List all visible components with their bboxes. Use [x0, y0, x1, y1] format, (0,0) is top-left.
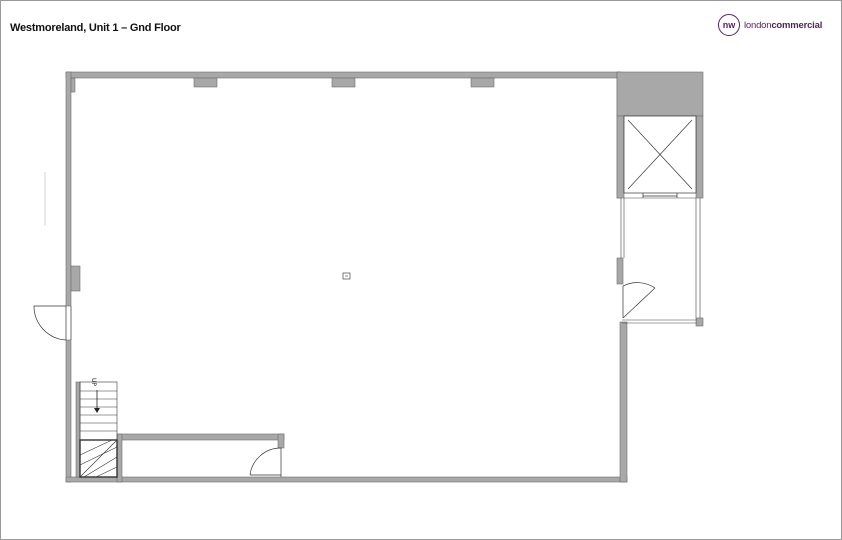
staircase	[79, 381, 118, 478]
wall-bottom	[65, 476, 628, 483]
outer-walls	[65, 71, 704, 483]
store-wall-right	[277, 433, 285, 449]
logo-text-bold: commercial	[771, 19, 823, 31]
wall-top	[65, 71, 621, 79]
wall-right-mid	[616, 257, 624, 285]
wall-pier	[193, 77, 218, 88]
wall-pier	[470, 77, 495, 88]
door-swing-icon	[249, 447, 282, 477]
wall-pier	[331, 77, 356, 88]
logo-badge-icon: nw	[718, 14, 740, 36]
logo-wordmark: londoncommercial	[744, 20, 822, 31]
lift-shaft-icon	[623, 115, 697, 198]
stair-up-label: UP	[90, 378, 97, 386]
door-swing-icon	[33, 305, 72, 341]
column-icon	[695, 317, 704, 327]
wall-left-lower	[65, 339, 72, 483]
store-wall-left	[116, 433, 123, 483]
logo-text-light: london	[744, 19, 772, 31]
core-wall-left	[616, 115, 625, 199]
wall-right-lower	[619, 321, 628, 483]
column-icon	[342, 272, 351, 280]
core-wall-right	[695, 115, 704, 199]
door-swing-icon	[622, 282, 656, 319]
wall-pier	[70, 265, 81, 292]
corridor-glazing	[620, 197, 701, 324]
store-wall-top	[118, 433, 285, 441]
wall-pier	[70, 77, 76, 93]
plan-title: Westmoreland, Unit 1 – Gnd Floor	[10, 22, 181, 34]
core-block	[616, 71, 704, 117]
stair-arrow-icon	[94, 390, 100, 413]
wall-left-upper	[65, 71, 72, 307]
company-logo: nw londoncommercial	[718, 14, 822, 36]
